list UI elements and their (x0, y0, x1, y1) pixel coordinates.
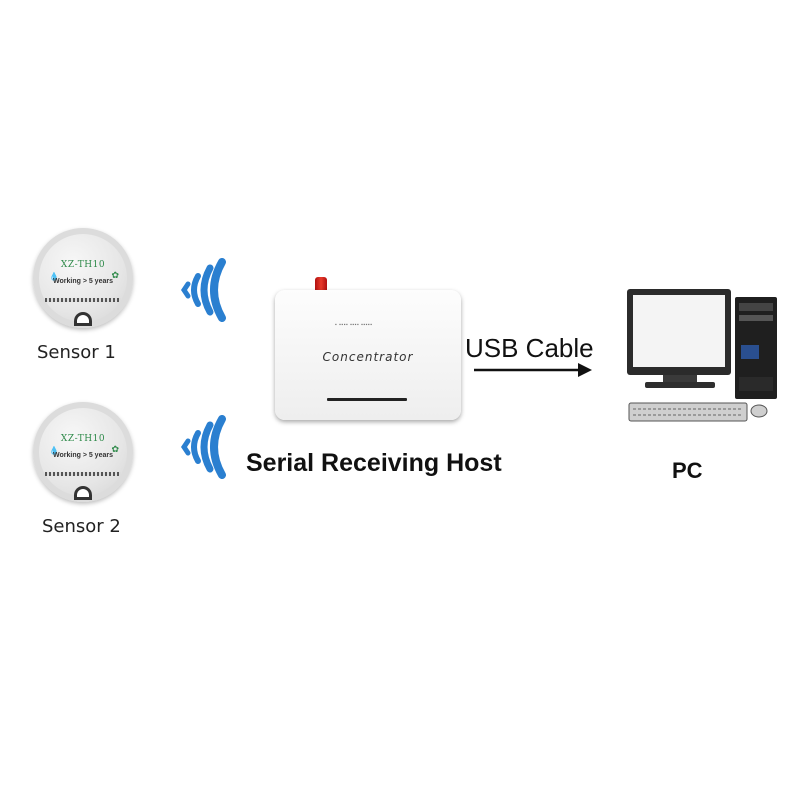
sensor-2-device: 💧 XZ-TH10 ✿ Working > 5 years (33, 402, 133, 502)
concentrator-device: ▪ ▪▪▪▪ ▪▪▪▪ ▪▪▪▪▪ Concentrator (275, 290, 461, 420)
pc-label: PC (672, 458, 703, 483)
host-label: Serial Receiving Host (246, 449, 502, 477)
wifi-signal-icon (180, 415, 226, 479)
sensor-1-strip (45, 298, 121, 302)
sensor-1-label: Sensor 1 (37, 342, 116, 363)
device-fine-print: ▪ ▪▪▪▪ ▪▪▪▪ ▪▪▪▪▪ (335, 322, 373, 328)
sensor-2-working: Working > 5 years (53, 452, 113, 459)
sensor-1-working: Working > 5 years (53, 278, 113, 285)
sensor-1-model: XZ-TH10 (60, 260, 106, 270)
sensor-2-notch (74, 486, 92, 500)
concentrator-brand: Concentrator (322, 350, 414, 364)
water-drop-icon: 💧 (49, 446, 59, 455)
arrow-right-icon (474, 363, 592, 377)
sensor-2-model: XZ-TH10 (60, 434, 106, 444)
wifi-signal-icon (180, 258, 226, 322)
sensor-1-notch (74, 312, 92, 326)
sensor-2-strip (45, 472, 121, 476)
water-drop-icon: 💧 (49, 272, 59, 281)
leaf-icon: ✿ (111, 444, 119, 454)
computer-icon (627, 289, 777, 422)
device-slot (327, 398, 407, 401)
sensor-2-label: Sensor 2 (42, 516, 121, 537)
usb-cable-label: USB Cable (465, 333, 594, 363)
sensor-1-device: 💧 XZ-TH10 ✿ Working > 5 years (33, 228, 133, 328)
leaf-icon: ✿ (111, 270, 119, 280)
